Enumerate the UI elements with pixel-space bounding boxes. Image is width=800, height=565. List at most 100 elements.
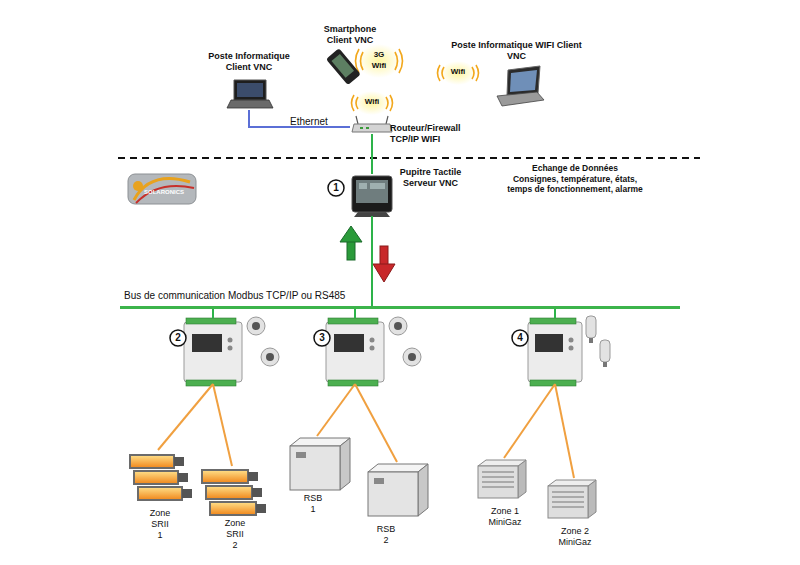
data-flow-arrow: [340, 226, 395, 282]
controller-illustration: [569, 338, 574, 343]
touch-panel-illustration: [370, 183, 385, 189]
signal-label: Wifi: [446, 67, 470, 77]
data-flow-arrow: [373, 264, 395, 282]
wifi-symbol: [352, 95, 355, 111]
wifi-symbol: [354, 91, 390, 115]
router-firewall: Routeur/Firewall TCP/IP WIFI: [350, 120, 394, 134]
minigaz-unit-illustration: [552, 507, 584, 508]
signal-label: 3G: [369, 50, 389, 60]
minigaz-unit-illustration: [482, 487, 514, 488]
rsb-unit-illustration: [296, 452, 306, 458]
sensor-illustration: [600, 340, 610, 362]
radiant-heater-illustration: [256, 504, 266, 513]
controller-illustration: [228, 338, 233, 343]
smartphone-illustration: [326, 48, 361, 85]
radiant-heater-illustration: [252, 488, 262, 497]
rsb-unit-illustration: [418, 464, 428, 516]
connector: [317, 384, 355, 436]
company-logo: [133, 181, 143, 191]
data-flow-arrow: [340, 226, 362, 242]
controller-illustration: [184, 322, 242, 382]
minigaz-unit-illustration: [552, 492, 584, 493]
logo-text: SOLARONICS: [134, 189, 194, 196]
touch-panel: 1Pupitre Tactile Serveur VNC: [350, 174, 394, 216]
wifi-symbol: [356, 97, 358, 109]
controller-illustration: [370, 346, 375, 351]
minigaz-unit-illustration: [552, 497, 584, 498]
radiant-heater-illustration: [138, 487, 182, 500]
radiant-heater-illustration: [206, 486, 252, 499]
wifi-symbol: [399, 49, 403, 73]
laptop-illustration: [507, 66, 540, 95]
minigaz-unit-illustration: [478, 460, 526, 466]
data-flow-arrow: [347, 240, 355, 260]
wifi-laptop-client: Poste Informatique WIFI Client VNC: [494, 68, 542, 106]
radiant-heater-illustration: [178, 473, 188, 482]
node-label: Poste Informatique WIFI Client VNC: [449, 40, 584, 62]
controller-illustration: [192, 334, 222, 352]
rsb-unit-illustration: [340, 438, 350, 490]
connector: [249, 110, 350, 127]
sensor-illustration: [603, 362, 607, 367]
wifi-symbol: [442, 67, 444, 79]
controller-illustration: [334, 334, 364, 352]
smartphone-illustration: [326, 48, 361, 85]
edge-label: Ethernet: [290, 116, 328, 128]
minigaz-zone: Zone 2 MiniGaz: [546, 478, 602, 554]
wifi-symbol: [386, 97, 388, 109]
sensor-illustration: [394, 322, 402, 330]
controller-illustration: [535, 334, 563, 352]
radiant-heater-illustration: [210, 502, 256, 515]
wifi-symbol: [438, 65, 441, 81]
company-logo: [128, 174, 196, 204]
minigaz-unit-illustration: [478, 466, 518, 498]
router-illustration: [386, 116, 388, 124]
rsb-unit-illustration: [290, 438, 428, 516]
connector: [504, 384, 555, 458]
controller: 3: [324, 318, 386, 384]
connector: [554, 309, 556, 318]
smartphone-client: Smartphone Client VNC: [326, 52, 362, 84]
radiant-heater-illustration: [202, 470, 248, 483]
connector: [355, 384, 397, 462]
node-label: RSB 2: [375, 524, 397, 546]
minigaz-unit-illustration: [548, 486, 588, 518]
heater-zone: Zone SRII 1: [126, 450, 190, 546]
node-label: Routeur/Firewall TCP/IP WIFI: [390, 123, 485, 145]
sensor-illustration: [252, 322, 260, 330]
controller-illustration: [530, 318, 576, 324]
callout-number: 3: [315, 332, 329, 344]
wifi-symbol: [395, 52, 398, 70]
sensor-illustration: [408, 353, 416, 361]
laptop-illustration: [227, 100, 273, 108]
controller: 2: [182, 318, 244, 384]
rsb-unit: RSB 2: [366, 462, 428, 548]
wifi-symbol: [361, 52, 364, 70]
sensor-illustration: [589, 338, 593, 343]
callout-number: 2: [171, 332, 185, 344]
router-illustration: [356, 116, 358, 124]
heater-zone: Zone SRII 2: [198, 466, 266, 554]
radiant-heater-illustration: [130, 455, 174, 468]
node-label: Smartphone Client VNC: [315, 24, 385, 46]
controller-illustration: [530, 380, 576, 386]
rsb-unit-illustration: [374, 478, 384, 484]
connector: [212, 309, 214, 318]
node-label: Zone 1 MiniGaz: [487, 506, 523, 528]
connector: [213, 384, 232, 466]
router-illustration: [360, 127, 363, 129]
controller-illustration: [569, 346, 574, 351]
router-illustration: [352, 116, 392, 132]
signal-label: Wifi: [360, 97, 384, 107]
connector: [158, 384, 213, 450]
rsb-unit: RSB 1: [287, 436, 347, 512]
sensor-illustration: [266, 353, 274, 361]
node-label: Zone SRII 2: [223, 518, 247, 550]
router-illustration: [366, 127, 369, 129]
radiant-heater-illustration: [134, 471, 178, 484]
minigaz-unit-illustration: [552, 502, 584, 503]
touch-panel-illustration: [352, 176, 392, 212]
sensor-illustration: [403, 348, 421, 366]
